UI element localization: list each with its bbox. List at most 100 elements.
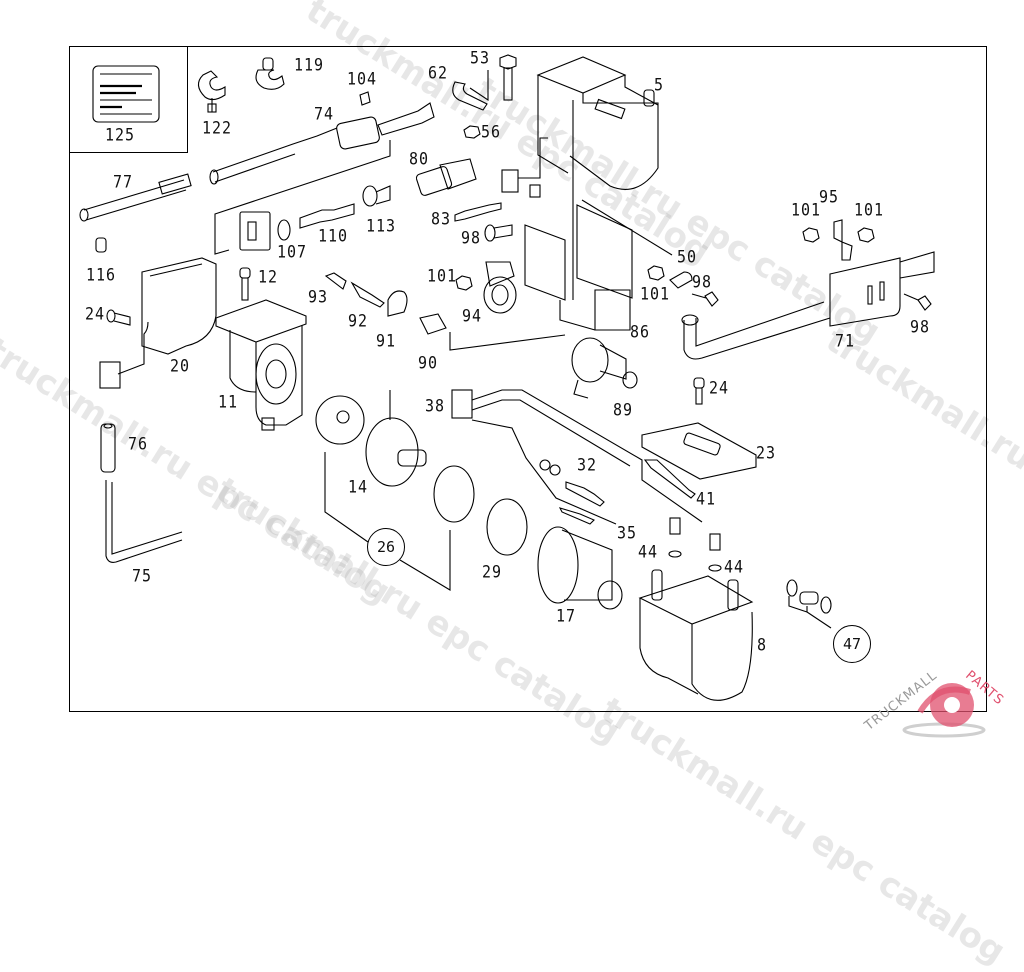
fitting-44 (708, 533, 722, 572)
fitting-44 (668, 517, 682, 558)
plate-23 (641, 422, 757, 480)
brand-watermark: TRUCKMALL PARTS (860, 660, 1024, 750)
callout-leader-26 (324, 452, 451, 591)
legend-box (69, 46, 188, 153)
part-label: 53 (470, 47, 491, 69)
grommet-104 (359, 91, 371, 106)
part-label: 62 (428, 62, 449, 84)
gear-logo-icon (902, 683, 986, 738)
diagram-frame (69, 46, 987, 712)
part-label: 20 (170, 355, 191, 377)
exhaust-71 (681, 251, 935, 360)
pipe-77 (79, 173, 192, 222)
hex-key-75 (105, 480, 183, 563)
terminal-110 (299, 203, 355, 229)
nut-101 (857, 227, 875, 243)
strap-41 (643, 459, 696, 499)
harness-38 (451, 389, 703, 525)
part-label: 113 (366, 215, 397, 237)
part-label: 41 (696, 488, 717, 510)
part-label: 50 (677, 246, 698, 268)
part-label: 29 (482, 561, 503, 583)
part-label: 98 (461, 227, 482, 249)
part-label: 101 (640, 283, 671, 305)
bolt-98 (903, 293, 932, 311)
nut-56 (463, 125, 481, 139)
part-label: 44 (638, 541, 659, 563)
screw-24 (106, 309, 131, 326)
clip-116 (95, 237, 107, 253)
part-label: 101 (854, 199, 885, 221)
part-label: 75 (132, 565, 153, 587)
clip-62 (452, 70, 489, 111)
part-label: 119 (294, 54, 325, 76)
o-ring (433, 465, 475, 523)
part-label: 92 (348, 310, 369, 332)
heat-exchanger-8 (638, 569, 754, 701)
nut-101 (455, 275, 473, 291)
part-label: 32 (577, 454, 598, 476)
sleeve-94 (483, 261, 517, 314)
kit-47 (786, 579, 832, 629)
sensor-32 (565, 481, 605, 507)
callout-47: 47 (833, 625, 871, 663)
disc-plate (315, 395, 365, 445)
part-label: 86 (630, 321, 651, 343)
part-label: 44 (724, 556, 745, 578)
clamp-119 (255, 57, 285, 90)
burner-14 (365, 390, 427, 487)
part-label: 89 (613, 399, 634, 421)
part-label: 98 (692, 271, 713, 293)
part-label: 83 (431, 208, 452, 230)
part-label: 93 (308, 286, 329, 308)
part-label: 8 (757, 634, 768, 656)
part-label: 110 (318, 225, 349, 247)
connector-plug (501, 137, 548, 198)
part-label: 17 (556, 605, 577, 627)
sleeve-76 (100, 423, 116, 473)
cover-20 (99, 257, 217, 389)
nut-101 (802, 227, 820, 243)
part-label: 125 (105, 124, 136, 146)
callout-26: 26 (367, 528, 405, 566)
o-ring-29 (486, 498, 528, 556)
glow-plug-35 (558, 507, 595, 525)
grommet-113 (362, 185, 391, 207)
part-label: 101 (791, 199, 822, 221)
blower-housing-11 (215, 299, 307, 431)
bolt-98 (484, 224, 513, 242)
part-label: 24 (85, 303, 106, 325)
part-label: 24 (709, 377, 730, 399)
part-label: 77 (113, 171, 134, 193)
part-label: 80 (409, 148, 430, 170)
part-label: 38 (425, 395, 446, 417)
part-label: 35 (617, 522, 638, 544)
parts-drawing (79, 54, 935, 701)
screw-12 (239, 267, 251, 301)
part-label: 90 (418, 352, 439, 374)
combustion-tube-17 (537, 526, 623, 610)
connector-107 (239, 211, 291, 251)
pipe-74 (209, 102, 435, 255)
connector-80 (415, 158, 477, 196)
part-label: 11 (218, 391, 239, 413)
part-label: 104 (347, 68, 378, 90)
part-label: 5 (654, 74, 665, 96)
part-label: 74 (314, 103, 335, 125)
part-label: 71 (835, 330, 856, 352)
bracket-95 (833, 219, 853, 261)
small-parts-93-90 (324, 272, 566, 351)
pump-89 (571, 337, 638, 399)
part-label: 12 (258, 266, 279, 288)
document-icon-125 (92, 65, 160, 123)
part-label: 76 (128, 433, 149, 455)
part-label: 98 (910, 316, 931, 338)
part-label: 101 (427, 265, 458, 287)
part-label: 94 (462, 305, 483, 327)
bracket-86 (524, 199, 673, 331)
nut-101 (647, 265, 665, 281)
bolt-98 (691, 291, 719, 307)
part-label: 95 (819, 186, 840, 208)
part-label: 122 (202, 117, 233, 139)
part-label: 56 (481, 121, 502, 143)
